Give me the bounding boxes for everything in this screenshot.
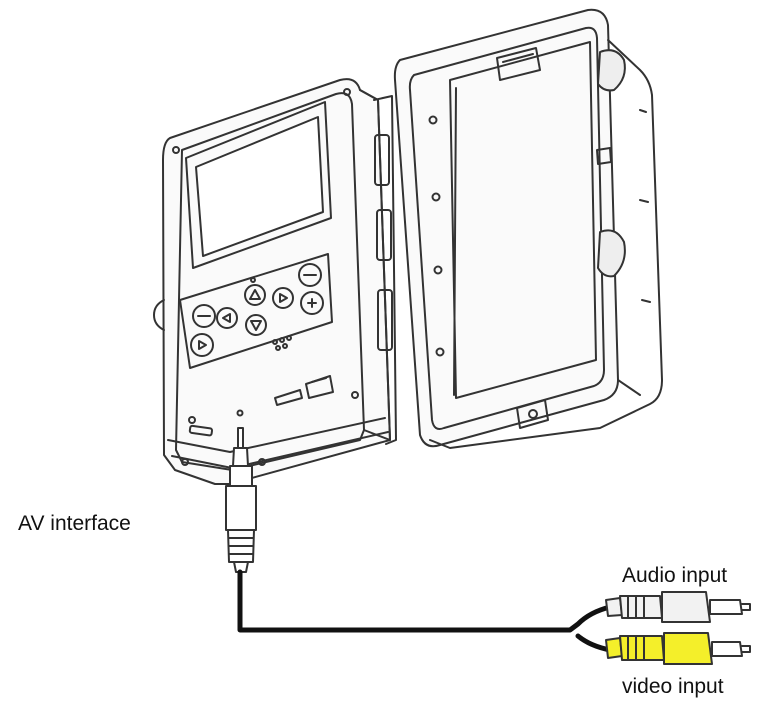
rca-plug-audio — [605, 591, 751, 623]
av-cable — [237, 569, 613, 653]
av-interface-label: AV interface — [18, 512, 131, 535]
hinge — [373, 95, 397, 445]
av-port-area — [236, 375, 334, 417]
camera-screen — [185, 101, 332, 269]
audio-input-label: Audio input — [622, 564, 728, 587]
video-input-label: video input — [622, 675, 724, 698]
open-housing-door — [393, 8, 663, 449]
rca-plug-video — [605, 632, 751, 665]
control-buttons — [179, 253, 333, 369]
av-jack-plug — [225, 427, 257, 573]
